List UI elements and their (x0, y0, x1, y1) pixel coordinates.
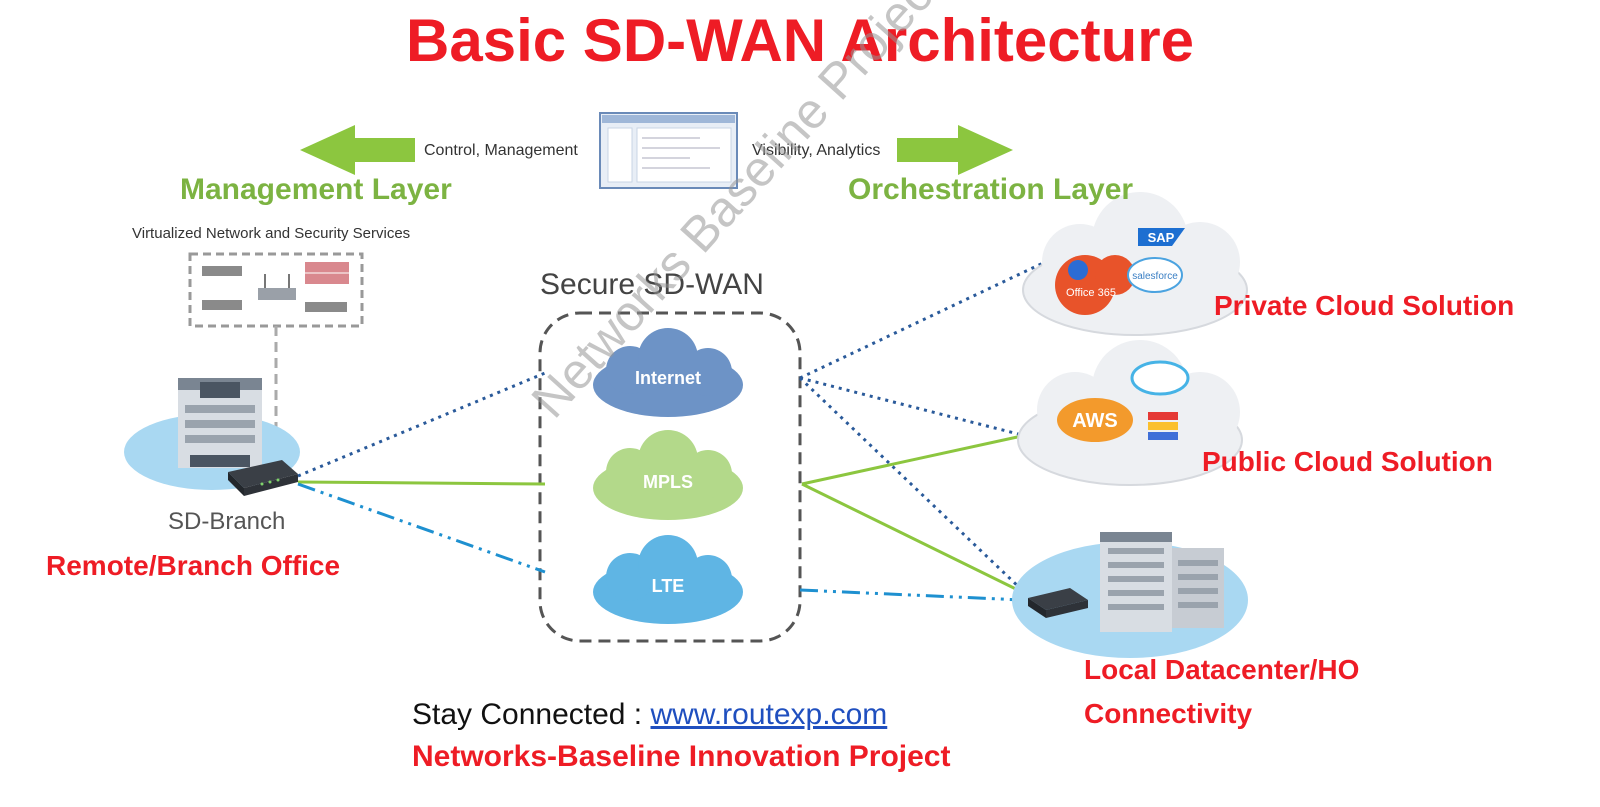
stay-connected-line: Stay Connected : www.routexp.com (412, 698, 887, 732)
services-box (188, 252, 364, 328)
left-arrow-icon (300, 125, 415, 175)
lte-cloud-icon (593, 535, 743, 624)
branch-internet-link (297, 371, 546, 478)
control-management-label: Control, Management (424, 142, 578, 159)
datacenter-router-icon (1028, 588, 1088, 618)
private-cloud-label: Private Cloud Solution (1214, 290, 1515, 321)
management-layer-heading: Management Layer (180, 173, 452, 206)
sap-logo: SAP (1148, 230, 1175, 245)
branch-lte-link (297, 482, 546, 574)
orchestration-layer-heading: Orchestration Layer (848, 173, 1134, 206)
internet-cloud-icon (593, 328, 743, 417)
salesforce-logo: salesforce (1132, 271, 1178, 282)
sdwan-boundary (538, 311, 802, 643)
branch-mpls-link (297, 480, 546, 486)
page-title: Basic SD-WAN Architecture (406, 7, 1194, 74)
remote-branch-office-label: Remote/Branch Office (46, 550, 341, 581)
internet-datacenter-link (798, 376, 1024, 592)
mpls-cloud-icon (593, 430, 743, 520)
sd-branch-label: SD-Branch (168, 508, 286, 535)
visibility-analytics-label: Visibility, Analytics (752, 142, 881, 159)
internet-private-link (799, 253, 1061, 380)
datacenter-label-line1: Local Datacenter/HO (1084, 654, 1360, 685)
aws-logo: AWS (1072, 410, 1118, 432)
private-cloud-icon (1022, 192, 1248, 336)
stay-connected-text: Stay Connected : (412, 698, 643, 731)
public-cloud-label: Public Cloud Solution (1202, 446, 1493, 477)
office365-logo: Office 365 (1066, 287, 1116, 299)
internet-public-link (799, 376, 1023, 437)
right-arrow-icon (897, 125, 1013, 175)
mpls-datacenter-link (801, 482, 1023, 594)
datacenter-building-icon (1012, 532, 1248, 658)
mpls-cloud-label: MPLS (642, 472, 693, 492)
public-cloud-icon (1017, 340, 1243, 486)
services-label: Virtualized Network and Security Service… (132, 225, 411, 242)
internet-cloud-label: Internet (634, 368, 701, 388)
mpls-public-link (801, 434, 1023, 486)
routexp-link[interactable]: www.routexp.com (650, 698, 888, 731)
lte-cloud-label: LTE (651, 576, 685, 596)
branch-router-icon (228, 460, 298, 496)
datacenter-label-line2: Connectivity (1084, 698, 1253, 729)
sdwan-title: Secure SD-WAN (540, 268, 764, 301)
console-screenshot-icon (599, 112, 738, 189)
lte-datacenter-link (799, 588, 1023, 602)
project-label: Networks-Baseline Innovation Project (412, 740, 951, 773)
